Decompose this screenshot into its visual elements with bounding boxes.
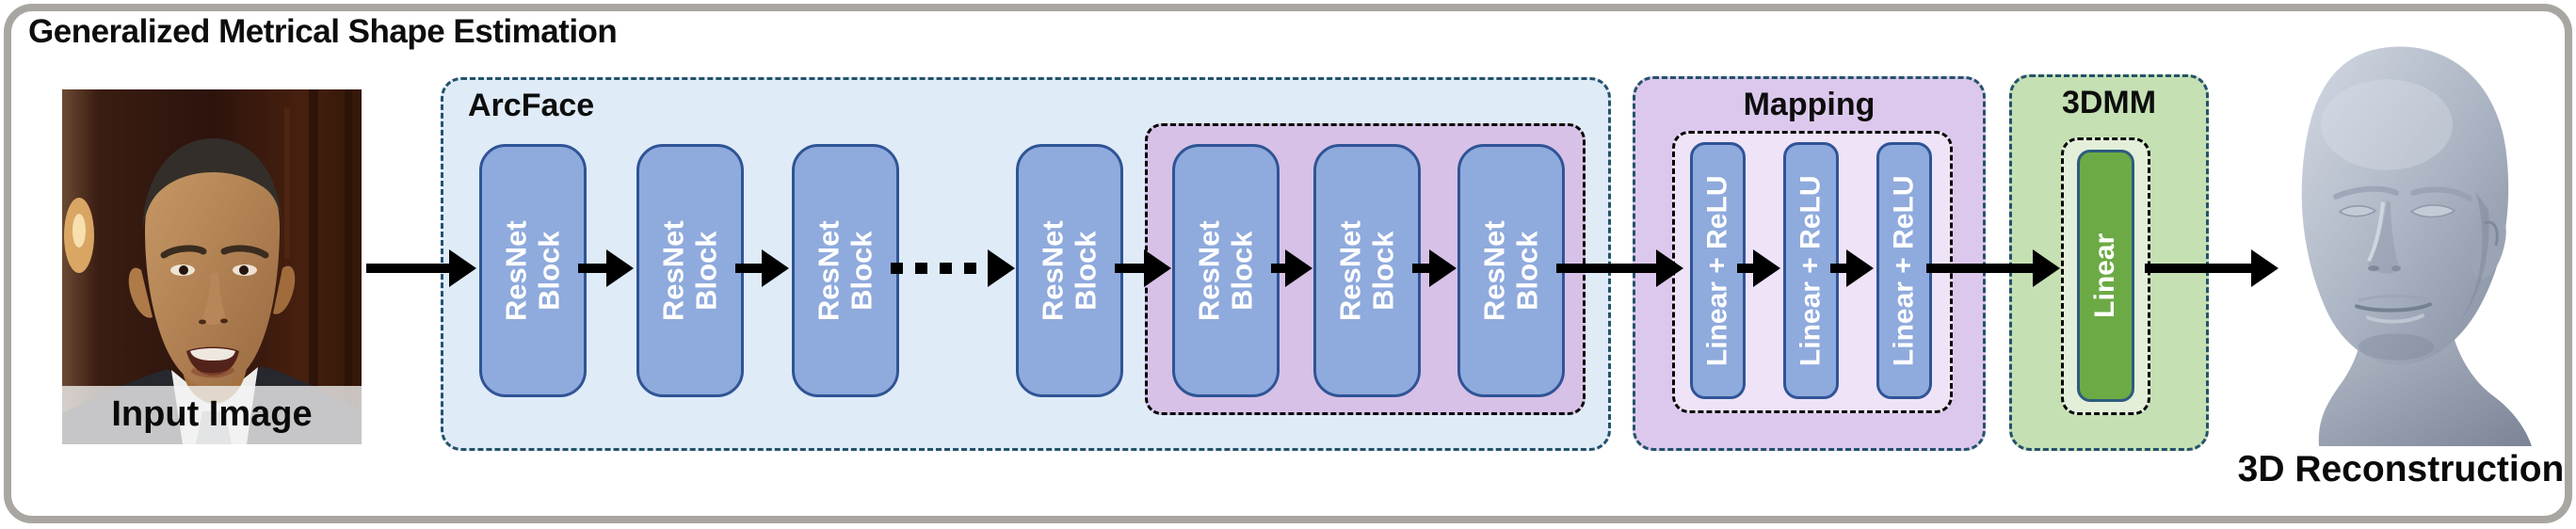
resnet-block-label: ResNet Block (1192, 220, 1258, 321)
mapping-label: Mapping (1743, 87, 1876, 122)
linear-relu-block-3: Linear + ReLU (1876, 142, 1932, 399)
flow-arrow-input-to-resnet1 (366, 249, 476, 287)
resnet-block-label: ResNet Block (812, 220, 877, 321)
3dmm-label: 3DMM (2061, 85, 2157, 120)
flow-arrow-resnet4-5 (1115, 249, 1171, 287)
flow-arrow-resnet6-7 (1412, 249, 1457, 287)
arrow-shaft (578, 264, 606, 273)
flow-arrow-linear1-2 (1737, 249, 1780, 287)
arrow-shaft (1115, 264, 1144, 273)
arrow-head-icon (1846, 249, 1874, 287)
arrow-head-icon (1656, 249, 1683, 287)
linear-relu-label: Linear + ReLU (1888, 175, 1920, 366)
arrow-shaft (366, 264, 449, 273)
resnet-block-1: ResNet Block (479, 144, 587, 397)
arrow-head-icon (2033, 249, 2060, 287)
arrow-shaft (1830, 264, 1846, 273)
arrow-head-icon (762, 249, 789, 287)
arrow-head-icon (1285, 249, 1312, 287)
flow-arrow-resnet1-2 (578, 249, 634, 287)
head-mesh-render (2301, 46, 2532, 446)
output-mesh (2246, 21, 2552, 446)
resnet-block-4: ResNet Block (1016, 144, 1123, 397)
resnet-block-6: ResNet Block (1313, 144, 1421, 397)
flow-arrow-arcface-to-mapping (1556, 249, 1683, 287)
flow-arrow-mapping-to-3dmm (1926, 249, 2060, 287)
linear-relu-label: Linear + ReLU (1795, 175, 1827, 366)
arrow-head-icon (1429, 249, 1457, 287)
arrow-shaft (2145, 264, 2251, 273)
arrow-head-icon (2251, 249, 2278, 287)
arrow-shaft (1926, 264, 2033, 273)
resnet-block-5: ResNet Block (1172, 144, 1280, 397)
arrow-head-icon (988, 249, 1015, 287)
resnet-block-label: ResNet Block (1036, 220, 1102, 321)
resnet-block-label: ResNet Block (656, 220, 722, 321)
arrow-shaft (1556, 264, 1656, 273)
resnet-block-label: ResNet Block (499, 220, 565, 321)
flow-arrow-3dmm-to-output (2145, 249, 2278, 287)
resnet-block-label: ResNet Block (1333, 220, 1399, 321)
resnet-block-3: ResNet Block (792, 144, 899, 397)
input-image: Input Image (62, 89, 362, 444)
arrow-head-icon (1144, 249, 1171, 287)
flow-arrow-linear2-3 (1830, 249, 1874, 287)
arrow-head-icon (449, 249, 476, 287)
arrow-shaft (1412, 264, 1429, 273)
resnet-block-2: ResNet Block (636, 144, 744, 397)
arrow-shaft-dashed (891, 263, 988, 274)
linear-block: Linear (2077, 150, 2134, 402)
arrow-shaft (1737, 264, 1753, 273)
arrow-shaft (1271, 264, 1285, 273)
flow-arrow-resnet5-6 (1271, 249, 1312, 287)
linear-relu-label: Linear + ReLU (1701, 175, 1733, 366)
section-3dmm: 3DMM Linear (2009, 74, 2209, 451)
resnet-block-7: ResNet Block (1457, 144, 1565, 397)
arrow-shaft (735, 264, 762, 273)
resnet-block-label: ResNet Block (1477, 220, 1543, 321)
arcface-label: ArcFace (468, 88, 595, 123)
flow-arrow-ellipsis-dashed (891, 249, 1015, 287)
output-caption: 3D Reconstruction (2237, 449, 2565, 489)
flow-arrow-resnet2-3 (735, 249, 789, 287)
linear-relu-block-1: Linear + ReLU (1690, 142, 1746, 399)
figure-title: Generalized Metrical Shape Estimation (28, 13, 618, 50)
linear-label: Linear (2089, 232, 2121, 319)
arrow-head-icon (606, 249, 634, 287)
arrow-head-icon (1753, 249, 1780, 287)
input-image-caption: Input Image (62, 386, 362, 444)
